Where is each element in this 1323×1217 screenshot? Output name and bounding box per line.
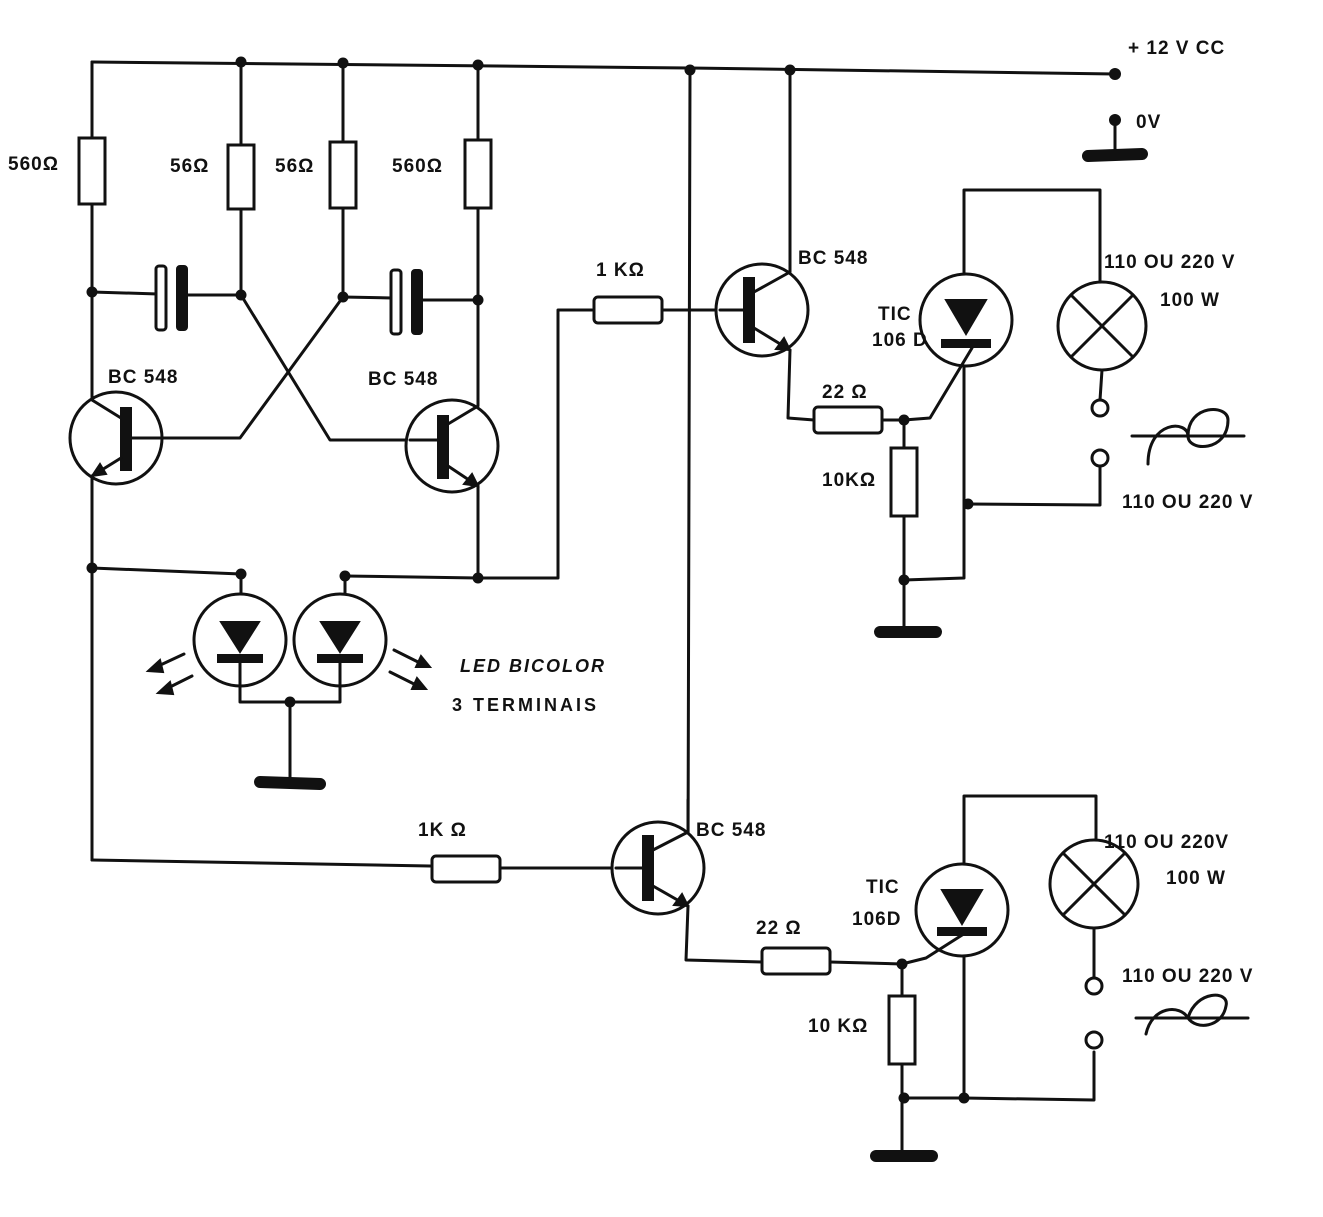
bottom-lamp-label-2: 100 W — [1166, 868, 1226, 889]
sine-icon-bottom — [1134, 993, 1250, 1036]
q2-label: BC 548 — [368, 369, 438, 390]
bottom-rpull-label: 10 KΩ — [808, 1016, 868, 1037]
r4-label: 560Ω — [392, 156, 443, 177]
led-label-1: LED BICOLOR — [460, 656, 606, 676]
resistor-r4 — [463, 138, 493, 210]
sine-icon-top — [1130, 408, 1246, 466]
scr-top — [902, 272, 1014, 422]
top-lamp-label-1: 110 OU 220 V — [1104, 252, 1235, 273]
junction-dot — [472, 294, 484, 306]
junction-dot — [284, 696, 296, 708]
top-rgate-label: 22 Ω — [822, 382, 868, 403]
r3-label: 56Ω — [275, 156, 314, 177]
top-rpull-label: 10KΩ — [822, 470, 876, 491]
junction-dot — [472, 572, 484, 584]
ground-label: 0V — [1136, 112, 1161, 133]
transistor-q4 — [610, 798, 706, 916]
resistor-r1 — [77, 136, 107, 206]
bottom-mains-label: 110 OU 220 V — [1122, 966, 1253, 987]
lamp-bottom — [1048, 838, 1140, 1050]
junction-dot — [86, 286, 98, 298]
bottom-lamp-label-1: 110 OU 220V — [1104, 832, 1229, 853]
q4-label: BC 548 — [696, 820, 766, 841]
bottom-rgate-label: 22 Ω — [756, 918, 802, 939]
positive-terminal — [1109, 68, 1121, 80]
transistor-q3 — [714, 68, 810, 358]
r2-label: 56Ω — [170, 156, 209, 177]
q3-label: BC 548 — [798, 248, 868, 269]
resistor-bottom-base — [430, 854, 502, 884]
top-scr-label-1: TIC — [878, 304, 912, 325]
junction-dot — [86, 562, 98, 574]
resistor-top-pull — [889, 446, 919, 518]
junction-dot — [472, 59, 484, 71]
positive-rail — [90, 60, 1117, 147]
top-mains-label: 110 OU 220 V — [1122, 492, 1253, 513]
top-rbase-label: 1 KΩ — [596, 260, 645, 281]
bottom-rbase-label: 1K Ω — [418, 820, 467, 841]
scr-bottom — [900, 862, 1010, 966]
capacitor-right — [341, 268, 480, 336]
resistor-r2 — [226, 143, 256, 211]
bottom-scr-label-1: TIC — [866, 877, 900, 898]
capacitor-left — [90, 264, 243, 332]
r1-label: 560Ω — [8, 154, 59, 175]
led-bicolor — [145, 572, 433, 790]
resistor-bottom-pull — [887, 994, 917, 1066]
junction-dot — [337, 57, 349, 69]
top-lamp-label-2: 100 W — [1160, 290, 1220, 311]
resistor-bottom-gate — [760, 946, 832, 976]
resistor-r3 — [328, 140, 358, 210]
bottom-scr-label-2: 106D — [852, 909, 901, 930]
led-label-2: 3 TERMINAIS — [452, 695, 599, 715]
positive-label: + 12 V CC — [1128, 38, 1225, 59]
q1-label: BC 548 — [108, 367, 178, 388]
ground-terminal — [1082, 114, 1148, 162]
top-scr-label-2: 106 D — [872, 330, 928, 351]
resistor-top-gate — [812, 405, 884, 435]
lamp-top — [966, 280, 1148, 507]
transistor-q2 — [404, 398, 500, 494]
transistor-q1 — [68, 378, 164, 486]
resistor-top-base — [592, 295, 664, 325]
junction-dot — [235, 56, 247, 68]
